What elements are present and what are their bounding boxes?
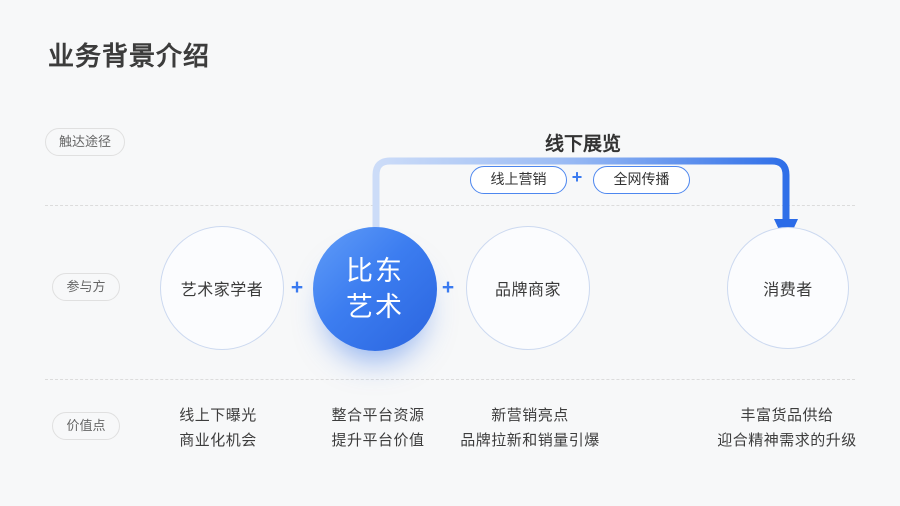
- offline-exhibition-label: 线下展览: [544, 134, 621, 155]
- circle-consumers: 消费者: [727, 227, 849, 349]
- circle-consumers-label: 消费者: [763, 282, 813, 299]
- brand-name-line1: 比东: [346, 256, 404, 286]
- row-label-participants: 参与方: [52, 273, 120, 301]
- plus-sign-b: +: [441, 276, 455, 299]
- brand-name-line2: 艺术: [346, 292, 404, 322]
- row-label-value-points: 价值点: [52, 412, 120, 440]
- pill-online-marketing: 线上营销: [470, 166, 567, 194]
- plus-sign-reach: +: [571, 167, 583, 187]
- value-col-merchants: 新营销亮点 品牌拉新和销量引爆: [420, 403, 640, 453]
- value-line: 整合平台资源: [331, 407, 425, 424]
- pill-network-spread: 全网传播: [593, 166, 690, 194]
- divider-top: [45, 205, 855, 206]
- circle-artists-label: 艺术家学者: [180, 282, 264, 299]
- value-line: 品牌拉新和销量引爆: [460, 432, 600, 449]
- circle-artists-scholars: 艺术家学者: [160, 226, 284, 350]
- row-label-reach-channels: 触达途径: [45, 128, 125, 156]
- value-line: 迎合精神需求的升级: [717, 432, 857, 449]
- value-col-artists: 线上下曝光 商业化机会: [108, 403, 328, 453]
- value-line: 丰富货品供给: [740, 407, 834, 424]
- value-line: 提升平台价值: [331, 432, 425, 449]
- circle-brand-bidong-art: 比东 艺术: [313, 227, 437, 351]
- value-line: 新营销亮点: [491, 407, 569, 424]
- circle-merchants-label: 品牌商家: [494, 282, 561, 299]
- value-col-platform: 整合平台资源 提升平台价值: [268, 403, 488, 453]
- page-title: 业务背景介绍: [48, 41, 211, 71]
- value-col-consumers: 丰富货品供给 迎合精神需求的升级: [677, 403, 897, 453]
- value-line: 线上下曝光: [179, 407, 257, 424]
- divider-bottom: [45, 379, 855, 380]
- circle-brand-merchants: 品牌商家: [466, 226, 590, 350]
- plus-sign-a: +: [290, 276, 304, 299]
- value-line: 商业化机会: [179, 432, 257, 449]
